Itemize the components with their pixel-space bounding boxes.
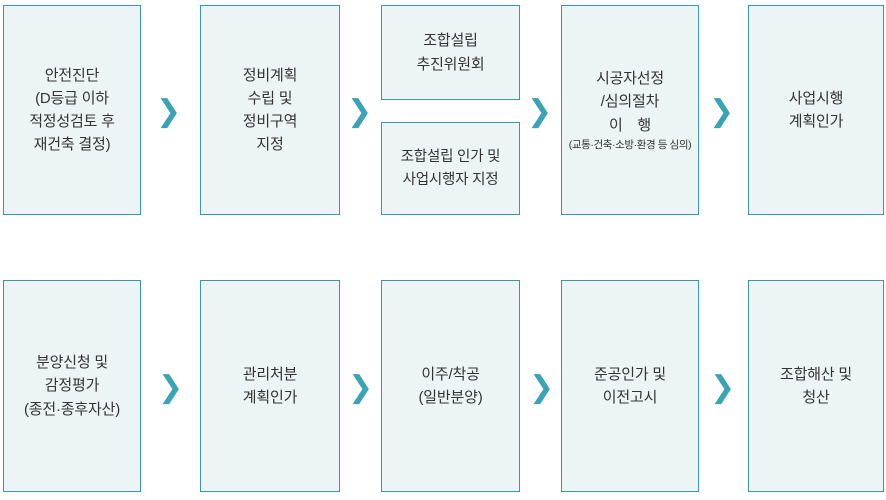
step-box-sale-application[interactable]: 분양신청 및 감정평가 (종전·종후자산) (3, 280, 141, 492)
step-box-contractor-selection[interactable]: 시공자선정 /심의절차 이 행 (교통·건축·소방·환경 등 심의) (561, 5, 699, 215)
step-label-wrapper: 시공자선정 /심의절차 이 행 (교통·건축·소방·환경 등 심의) (565, 67, 695, 153)
flow-step-9[interactable]: 준공인가 및 이전고시 (561, 280, 699, 492)
flow-step-2[interactable]: 정비계획 수립 및 정비구역 지정 (200, 5, 340, 215)
flow-step-5[interactable]: 사업시행 계획인가 (748, 5, 884, 215)
flow-step-7[interactable]: 관리처분 계획인가 (200, 280, 340, 492)
step-label: 조합해산 및 청산 (780, 365, 852, 406)
step-label: 시공자선정 /심의절차 이 행 (595, 70, 664, 134)
flow-row-bottom: 분양신청 및 감정평가 (종전·종후자산) ❯ 관리처분 계획인가 ❯ 이주/착… (0, 280, 886, 492)
chevron-right-icon: ❯ (527, 94, 553, 129)
flow-step-4[interactable]: 시공자선정 /심의절차 이 행 (교통·건축·소방·환경 등 심의) (561, 5, 699, 215)
chevron-right-icon: ❯ (529, 370, 555, 405)
step-note: (교통·건축·소방·환경 등 심의) (568, 138, 692, 151)
flow-step-8[interactable]: 이주/착공 (일반분양) (381, 280, 520, 492)
flow-step-1[interactable]: 안전진단 (D등급 이하 적정성검토 후 재건축 결정) (3, 5, 141, 215)
chevron-right-icon: ❯ (158, 370, 184, 405)
chevron-right-icon: ❯ (347, 94, 373, 129)
step-label: 분양신청 및 감정평가 (종전·종후자산) (24, 354, 120, 418)
step-label: 관리처분 계획인가 (242, 365, 298, 406)
split-step-group: 조합설립 추진위원회 조합설립 인가 및 사업시행자 지정 (381, 5, 520, 215)
step-label: 안전진단 (D등급 이하 적정성검토 후 재건축 결정) (29, 66, 115, 154)
chevron-right-icon: ❯ (348, 370, 374, 405)
step-label: 준공인가 및 이전고시 (594, 365, 666, 406)
step-label: 정비계획 수립 및 정비구역 지정 (242, 66, 298, 154)
flow-step-3[interactable]: 조합설립 추진위원회 조합설립 인가 및 사업시행자 지정 (381, 5, 520, 215)
step-label: 조합설립 인가 및 사업시행자 지정 (400, 149, 501, 188)
step-box-union-dissolution[interactable]: 조합해산 및 청산 (748, 280, 884, 492)
chevron-right-icon: ❯ (156, 94, 182, 129)
step-label: 사업시행 계획인가 (788, 89, 844, 130)
step-box-union-promotion-committee[interactable]: 조합설립 추진위원회 (381, 5, 520, 100)
flow-row-top: 안전진단 (D등급 이하 적정성검토 후 재건축 결정) ❯ 정비계획 수립 및… (0, 5, 886, 215)
chevron-right-icon: ❯ (710, 370, 736, 405)
split-gap (381, 100, 520, 122)
step-box-union-approval[interactable]: 조합설립 인가 및 사업시행자 지정 (381, 122, 520, 215)
step-box-completion-approval[interactable]: 준공인가 및 이전고시 (561, 280, 699, 492)
step-box-safety-diagnosis[interactable]: 안전진단 (D등급 이하 적정성검토 후 재건축 결정) (3, 5, 141, 215)
flow-step-6[interactable]: 분양신청 및 감정평가 (종전·종후자산) (3, 280, 141, 492)
step-box-maintenance-plan[interactable]: 정비계획 수립 및 정비구역 지정 (200, 5, 340, 215)
step-box-project-plan-approval[interactable]: 사업시행 계획인가 (748, 5, 884, 215)
step-box-relocation-construction[interactable]: 이주/착공 (일반분양) (381, 280, 520, 492)
step-label: 이주/착공 (일반분양) (418, 365, 483, 406)
flow-step-10[interactable]: 조합해산 및 청산 (748, 280, 884, 492)
step-box-management-disposal[interactable]: 관리처분 계획인가 (200, 280, 340, 492)
step-label: 조합설립 추진위원회 (416, 32, 485, 73)
chevron-right-icon: ❯ (709, 94, 735, 129)
